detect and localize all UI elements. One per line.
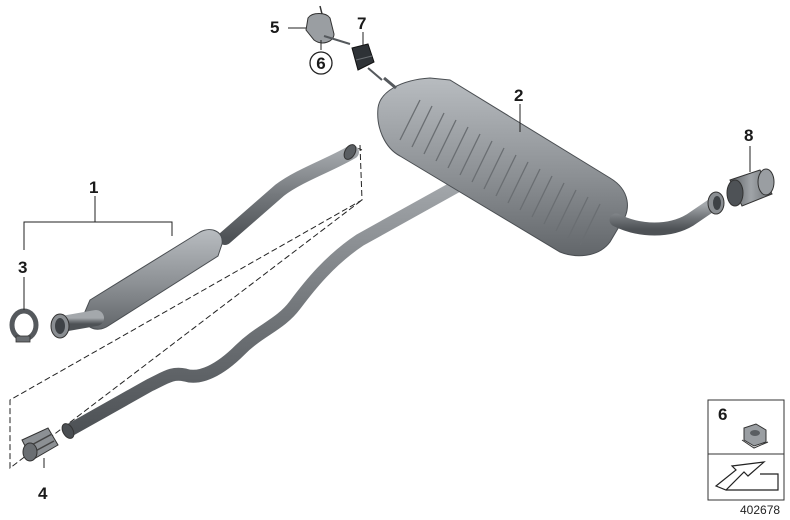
front-pipe-with-center-silencer[interactable]: [50, 143, 359, 339]
diagram-id: 402678: [740, 503, 780, 517]
front-pipe-inlet-hole: [55, 318, 65, 334]
center-silencer-body: [83, 229, 223, 330]
front-section-dashed-frame: [9, 144, 363, 470]
nut-icon: [741, 423, 769, 449]
callout-1: 1: [89, 178, 98, 197]
rear-muffler-body: [377, 77, 628, 257]
front-pipe-upper: [218, 145, 359, 245]
callout-4: 4: [38, 484, 48, 503]
clamp-part-4[interactable]: [21, 427, 59, 462]
callout-2: 2: [514, 86, 523, 105]
callout-6-circle: [309, 51, 333, 75]
rear-muffler[interactable]: [377, 76, 725, 257]
rear-muffler-ribs: [399, 99, 601, 246]
callout-6: 6: [316, 54, 325, 73]
tailpipe-trim[interactable]: [726, 168, 775, 207]
front-pipe-open-end: [343, 144, 357, 160]
callout-3: 3: [18, 258, 27, 277]
leader-lines: [23, 27, 751, 468]
legend-label-6: 6: [718, 405, 727, 424]
rear-muffler-outlet-hole: [713, 196, 721, 210]
callout-7: 7: [357, 14, 366, 33]
rubber-mount[interactable]: [351, 43, 383, 81]
callout-5: 5: [270, 18, 279, 37]
rear-muffler-hanger-pin: [383, 76, 397, 90]
intermediate-pipe[interactable]: [60, 173, 475, 440]
intermediate-pipe-open-end: [61, 423, 75, 439]
arrow-icon: [714, 461, 779, 491]
rear-muffler-outlet-pipe: [609, 198, 719, 236]
clamp-part-3[interactable]: [9, 308, 39, 343]
callout-8: 8: [744, 126, 753, 145]
hanger-bracket[interactable]: [305, 5, 351, 45]
legend-box: 6: [707, 399, 785, 501]
